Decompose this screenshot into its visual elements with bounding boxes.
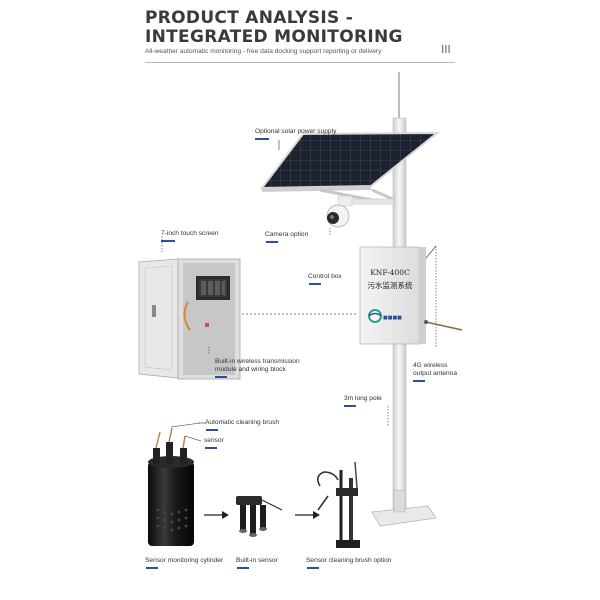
- arrow-2: [295, 511, 320, 519]
- label-cylinder-underline: [146, 567, 158, 569]
- label-touch-screen: 7-inch touch screen: [161, 230, 219, 237]
- label-wireless-line2: module and wiring block: [215, 366, 286, 373]
- svg-text:■■■■: ■■■■: [383, 315, 402, 321]
- label-antenna-line1: 4G wireless: [413, 362, 448, 369]
- page-title-line1: PRODUCT ANALYSIS -: [145, 8, 354, 28]
- label-wireless-underline: [215, 376, 227, 378]
- box-model-text: KNF-400C: [370, 268, 410, 277]
- label-pole-underline: [344, 405, 356, 407]
- page-subtitle: All-weather automatic monitoring - free …: [145, 48, 382, 55]
- pole-base: [371, 505, 437, 527]
- camera: [326, 195, 395, 228]
- label-brush-option: Sensor cleaning brush option: [306, 557, 392, 564]
- label-solar-underline: [255, 138, 269, 140]
- label-camera-underline: [266, 241, 278, 243]
- label-control-box-underline: [309, 283, 321, 285]
- arrow-1: [204, 511, 229, 519]
- page-mark: III: [441, 43, 451, 56]
- builtin-sensor: [236, 496, 283, 537]
- label-sensor-underline: [205, 447, 217, 449]
- label-brush-option-underline: [307, 567, 319, 569]
- label-touch-screen-underline: [161, 240, 175, 242]
- sensor-cylinder: [148, 427, 194, 546]
- label-builtin-sensor: Built-in sensor: [236, 557, 278, 564]
- label-control-box: Control box: [308, 273, 342, 280]
- label-cylinder: Sensor monitoring cylinder: [145, 557, 224, 564]
- label-antenna-line2: output antenna: [413, 370, 457, 377]
- label-cleaning-brush-underline: [206, 429, 218, 431]
- label-sensor: sensor: [204, 437, 224, 444]
- label-cleaning-brush: Automatic cleaning brush: [205, 419, 280, 426]
- open-cabinet: [138, 258, 241, 380]
- brush-assembly: [316, 461, 360, 548]
- control-box: ■■■■: [359, 246, 426, 345]
- label-builtin-sensor-underline: [237, 567, 249, 569]
- label-camera: Camera option: [265, 231, 309, 238]
- antenna: [424, 320, 463, 331]
- label-pole: 3m long pole: [344, 395, 382, 402]
- box-name-text: 污水监测系统: [367, 281, 413, 290]
- page-title-line2: INTEGRATED MONITORING: [145, 27, 403, 47]
- label-solar: Optional solar power supply: [255, 128, 337, 135]
- solar-panel: [259, 131, 440, 202]
- label-wireless-line1: Built-in wireless transmission: [215, 358, 300, 365]
- label-antenna-underline: [413, 380, 425, 382]
- header-divider: [145, 62, 455, 63]
